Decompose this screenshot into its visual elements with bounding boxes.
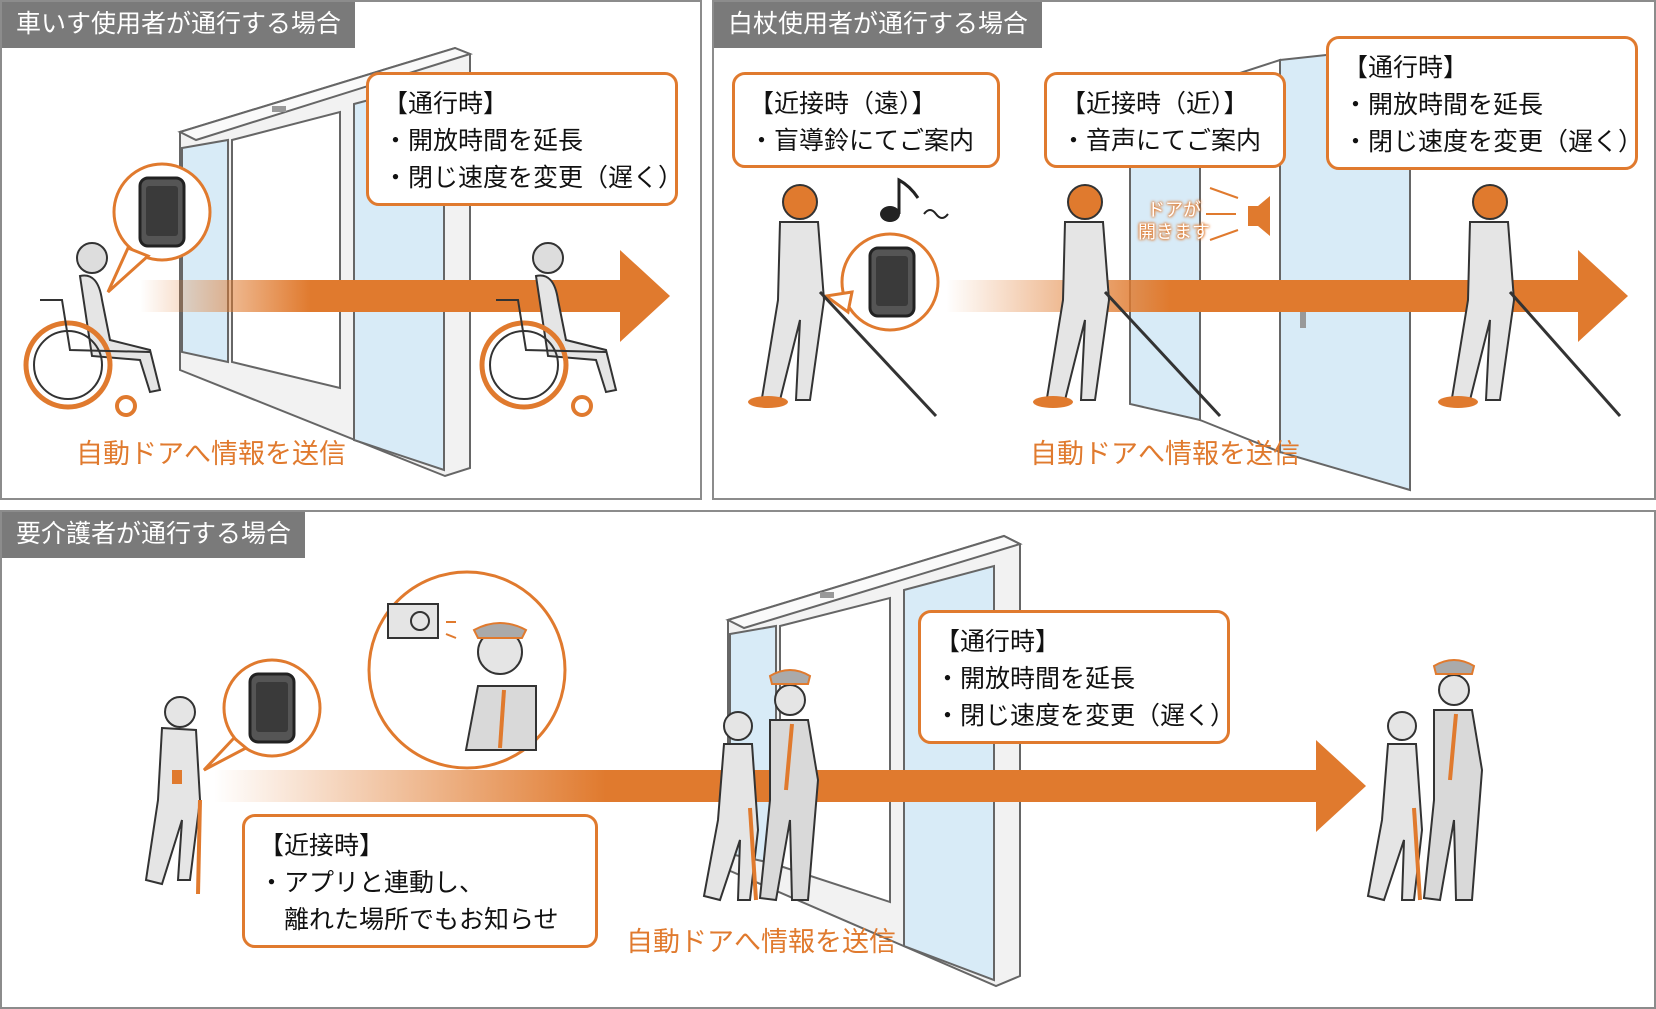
- music-note-icon: [880, 177, 949, 222]
- callout-item: ・盲導鈴にてご案内: [749, 126, 975, 155]
- callout-title: 【通行時】: [383, 89, 509, 118]
- wheelchair-user-icon: [479, 242, 618, 417]
- panel-white-cane: 白杖使用者が通行する場合: [712, 0, 1656, 500]
- white-cane-user-icon: [1438, 184, 1622, 417]
- callout-title: 【近接時（近）】: [1061, 89, 1249, 118]
- callout-item: ・閉じ速度を変更（遅く）: [383, 163, 684, 192]
- callout-item: ・アプリと連動し、: [259, 868, 485, 897]
- callout-item: ・開放時間を延長: [1343, 90, 1544, 119]
- callout-item: ・閉じ速度を変更（遅く）: [1343, 127, 1644, 156]
- callout-approach-near: 【近接時（近）】 ・音声にてご案内: [1044, 72, 1286, 168]
- speaker-icon: [1206, 187, 1270, 241]
- callout-title: 【近接時（遠）】: [749, 89, 937, 118]
- camera-icon: [367, 570, 567, 770]
- speaker-text-line: 開きます: [1138, 222, 1210, 243]
- send-info-label: 自動ドアへ情報を送信: [1030, 439, 1300, 470]
- callout-pass: 【通行時】 ・開放時間を延長 ・閉じ速度を変更（遅く）: [366, 72, 684, 206]
- staff-icon: [702, 669, 820, 902]
- speaker-announcement: ドアが 開きます: [1138, 200, 1210, 244]
- callout-item: 離れた場所でもお知らせ: [259, 905, 559, 934]
- callout-item: ・開放時間を延長: [383, 126, 584, 155]
- elderly-person-icon: [144, 696, 202, 895]
- send-info-label: 自動ドアへ情報を送信: [626, 927, 896, 958]
- white-cane-user-icon: [1033, 184, 1222, 418]
- speaker-text-line: ドアが: [1147, 200, 1201, 221]
- smartphone-icon: [822, 232, 940, 332]
- callout-title: 【通行時】: [1343, 53, 1469, 82]
- callout-item: ・音声にてご案内: [1061, 126, 1262, 155]
- panel-wheelchair: 車いす使用者が通行する場合: [0, 0, 702, 500]
- panel-title: 車いす使用者が通行する場合: [2, 2, 356, 48]
- callout-approach: 【近接時】 ・アプリと連動し、 離れた場所でもお知らせ: [242, 814, 598, 948]
- panel-title: 白杖使用者が通行する場合: [714, 2, 1043, 48]
- smartphone-icon: [202, 658, 322, 772]
- send-info-label: 自動ドアへ情報を送信: [76, 439, 346, 470]
- staff-icon: [1366, 659, 1484, 902]
- callout-item: ・閉じ速度を変更（遅く）: [935, 701, 1236, 730]
- callout-approach-far: 【近接時（遠）】 ・盲導鈴にてご案内: [732, 72, 1000, 168]
- panel-caregiver: 要介護者が通行する場合: [0, 510, 1656, 1009]
- callout-title: 【近接時】: [259, 831, 385, 860]
- callout-pass: 【通行時】 ・開放時間を延長 ・閉じ速度を変更（遅く）: [1326, 36, 1644, 170]
- smartphone-icon: [106, 162, 212, 294]
- callout-item: ・開放時間を延長: [935, 664, 1136, 693]
- callout-pass: 【通行時】 ・開放時間を延長 ・閉じ速度を変更（遅く）: [918, 610, 1236, 744]
- white-cane-user-icon: [748, 184, 938, 418]
- wheelchair-user-icon: [23, 242, 162, 417]
- panel-title: 要介護者が通行する場合: [2, 512, 306, 558]
- callout-title: 【通行時】: [935, 627, 1061, 656]
